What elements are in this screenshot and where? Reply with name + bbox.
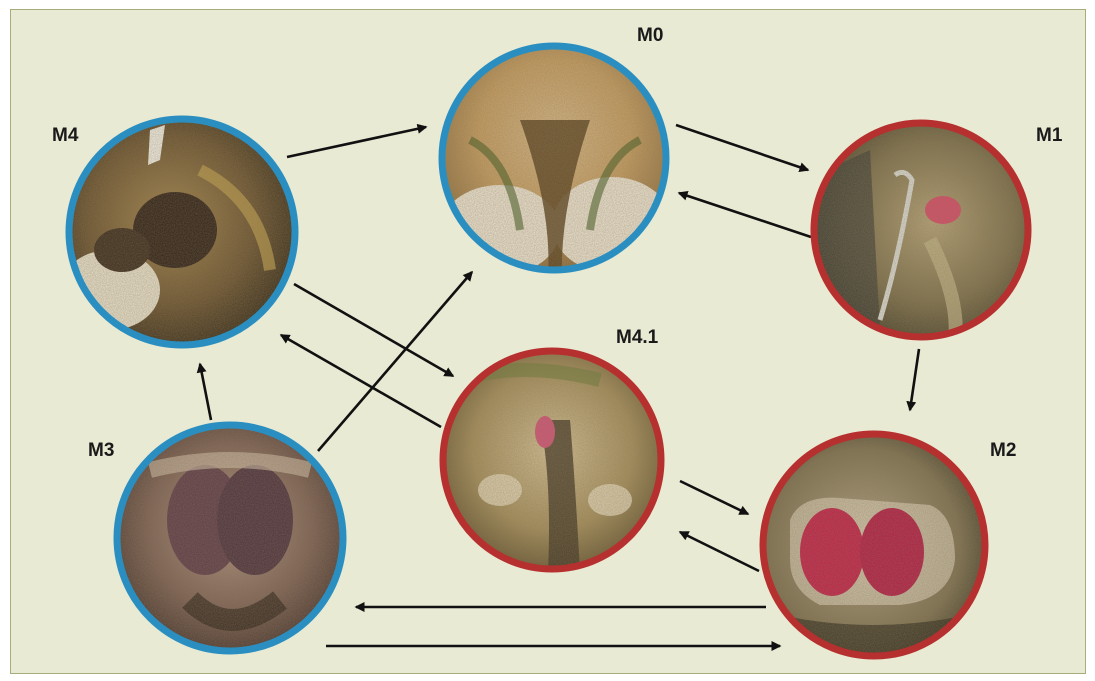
arrow-m1-to-m2 xyxy=(910,349,919,410)
stage-m41-label: M4.1 xyxy=(616,327,659,348)
arrow-m41-to-m4 xyxy=(281,335,441,427)
stage-m2-label: M2 xyxy=(990,440,1016,461)
stage-m4-label: M4 xyxy=(52,125,79,146)
stage-m2: M2 xyxy=(760,430,1016,660)
stage-m0-label: M0 xyxy=(637,25,663,46)
stage-m3-label: M3 xyxy=(88,440,114,461)
arrow-m41-to-m2 xyxy=(680,481,748,514)
arrow-m0-to-m1 xyxy=(676,125,808,170)
arrow-m2-to-m41 xyxy=(680,532,759,571)
arrow-m4-to-m0 xyxy=(287,127,426,157)
arrow-m3-to-m4 xyxy=(200,364,211,420)
stage-m41: M4.1 xyxy=(442,327,664,572)
arrow-m4-to-m41 xyxy=(294,284,453,376)
stage-m1: M1 xyxy=(810,120,1063,345)
arrow-m1-to-m0 xyxy=(679,193,811,237)
stage-m4: M4 xyxy=(52,116,298,348)
stage-m0: M0 xyxy=(440,25,672,275)
stage-m3: M3 xyxy=(88,423,345,653)
stage-m1-label: M1 xyxy=(1036,125,1063,146)
